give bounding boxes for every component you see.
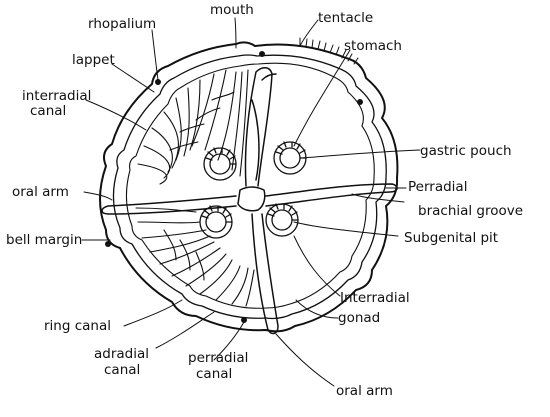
oral-arm-bottom [251, 213, 279, 335]
ring-canal [125, 62, 375, 309]
label-interradial-canal-2: canal [30, 103, 66, 119]
gastric-pouch-upper-right [273, 141, 307, 175]
label-subgenital-pit: Subgenital pit [404, 230, 498, 246]
label-rhopalium: rhopalium [88, 16, 156, 32]
label-interradial: Interradial [340, 290, 410, 306]
rhopalium-mark [155, 79, 161, 85]
label-lappet: lappet [72, 52, 115, 68]
radial-canals [135, 69, 255, 307]
oral-arm-top [244, 67, 273, 187]
label-interradial-canal-1: interradial [22, 88, 91, 104]
bell-outer-margin [99, 41, 399, 333]
labels: mouth tentacle rhopalium stomach lappet … [6, 2, 523, 399]
label-stomach: stomach [344, 38, 402, 54]
oral-arms [101, 67, 398, 335]
gastric-pouch-lower-left [199, 205, 233, 239]
label-oral-arm-left: oral arm [12, 184, 69, 200]
label-oral-arm-bottom: oral arm [336, 383, 393, 399]
rhopalia [105, 51, 363, 323]
leader-lines [81, 17, 421, 387]
oral-arm-left [101, 195, 237, 215]
rhopalium-mark [259, 51, 265, 57]
gastric-pouches [199, 141, 307, 239]
bell-inner-margin [112, 54, 387, 320]
gastric-pouch-upper-left [203, 147, 237, 181]
gastric-pouch-lower-right [265, 203, 299, 237]
label-brachial-groove: brachial groove [418, 203, 523, 219]
label-adradial-canal-2: canal [104, 362, 140, 378]
label-gastric-pouch: gastric pouch [420, 143, 512, 159]
label-ring-canal: ring canal [44, 318, 111, 334]
bell [99, 37, 399, 333]
label-perradial-canal-2: canal [196, 366, 232, 382]
rhopalium-mark [105, 241, 111, 247]
label-perradial-canal-1: perradial [188, 350, 248, 366]
tentacle-fringe [299, 37, 359, 65]
label-gonad: gonad [338, 310, 380, 326]
rhopalium-mark [357, 99, 363, 105]
label-bell-margin: bell margin [6, 232, 82, 248]
rhopalium-mark [241, 317, 247, 323]
label-perradial: Perradial [408, 179, 467, 195]
oral-arm-right [265, 183, 398, 207]
label-tentacle: tentacle [318, 10, 373, 26]
label-adradial-canal-1: adradial [94, 346, 149, 362]
label-mouth: mouth [210, 2, 254, 18]
